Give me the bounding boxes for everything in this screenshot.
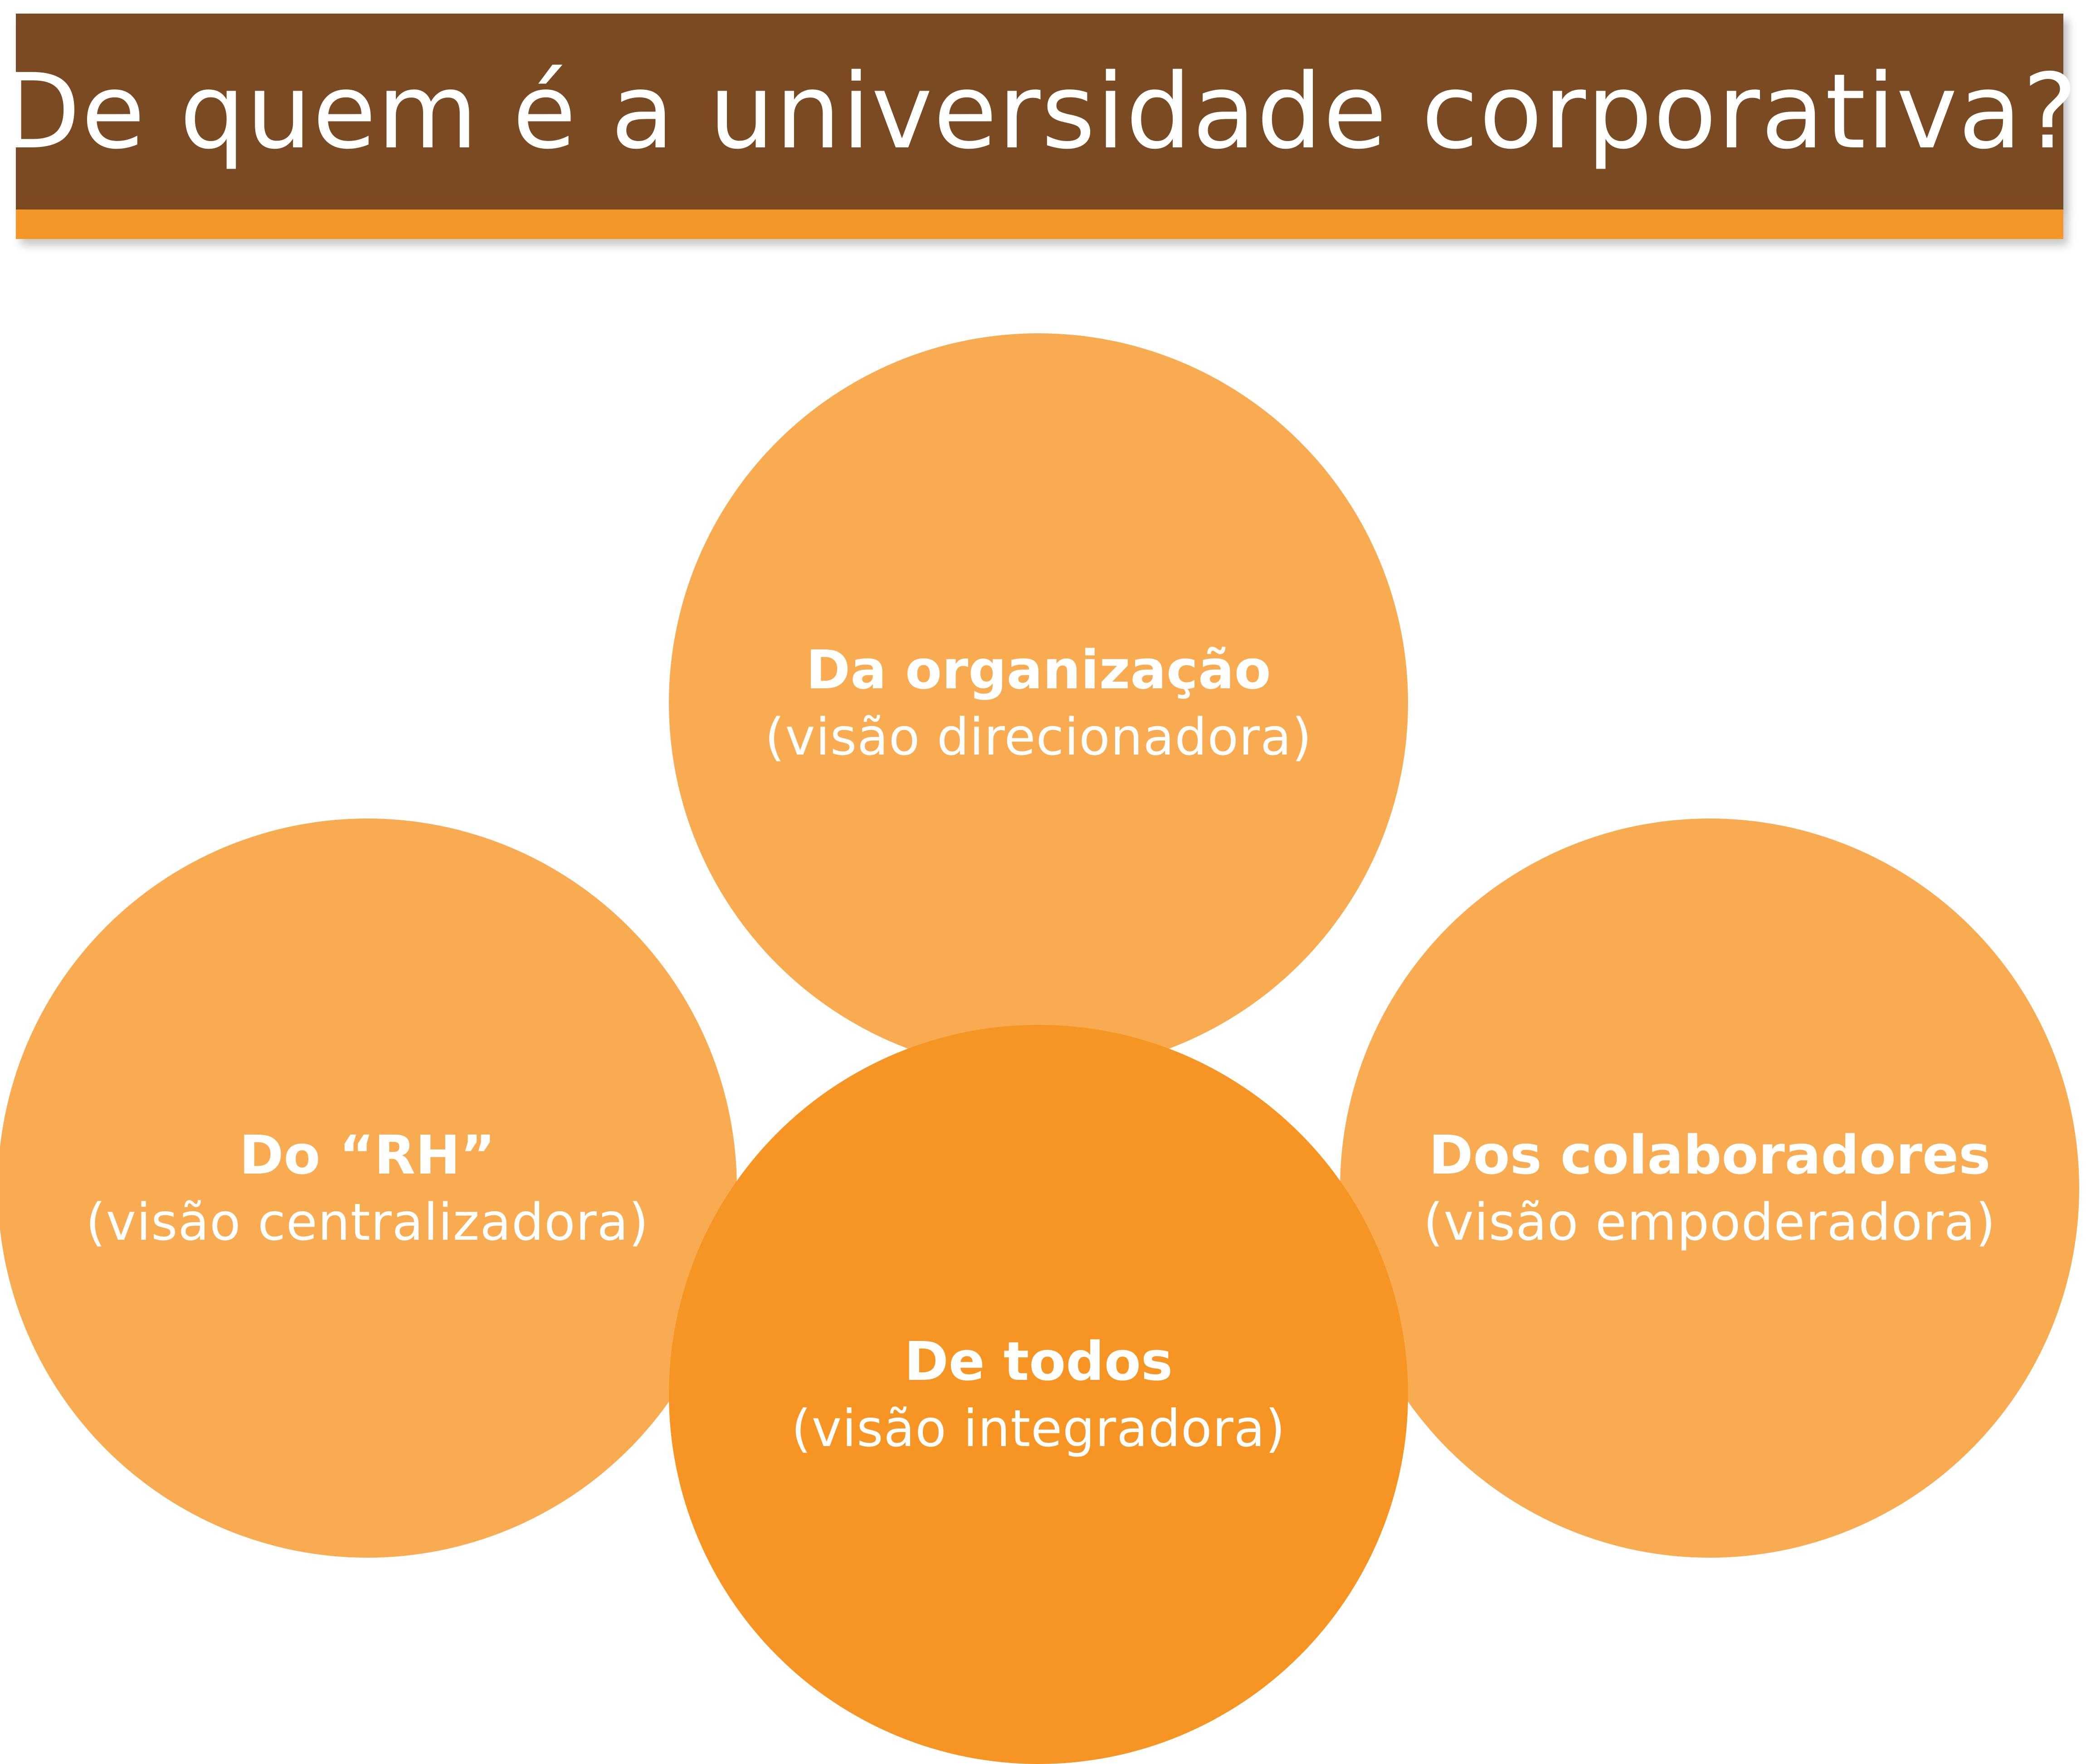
circle-title: Dos colaboradores [1428,1123,1991,1186]
circle-subtitle: (visão integradora) [791,1399,1286,1458]
circle-organization: Da organização (visão direcionadora) [669,333,1408,1072]
circle-subtitle: (visão centralizadora) [86,1193,649,1252]
circle-title: Da organização [806,638,1271,701]
circle-subtitle: (visão direcionadora) [765,707,1312,767]
circle-collaborators: Dos colaboradores (visão empoderadora) [1340,819,2079,1558]
circle-title: Do “RH” [239,1123,496,1186]
banner-accent-stripe [16,210,2063,239]
page-title: De quem é a universidade corporativa? [0,51,2079,172]
circle-everyone: De todos (visão integradora) [669,1025,1408,1764]
circle-subtitle: (visão empoderadora) [1423,1193,1996,1252]
title-banner: De quem é a universidade corporativa? [0,14,2079,239]
circle-hr: Do “RH” (visão centralizadora) [0,819,737,1558]
circle-title: De todos [904,1330,1173,1393]
